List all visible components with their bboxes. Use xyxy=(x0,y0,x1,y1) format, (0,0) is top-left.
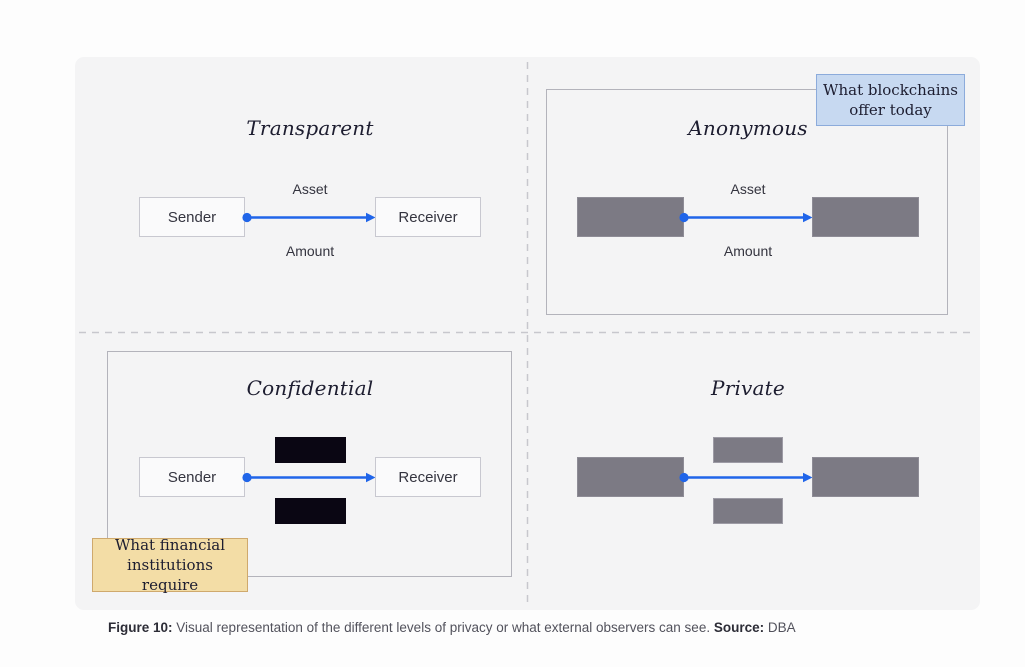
sender-box: Sender xyxy=(139,197,245,237)
amount-label: Amount xyxy=(723,243,773,259)
redacted-asset-box xyxy=(275,437,346,463)
quadrant-title-private: Private xyxy=(711,376,785,400)
quadrant-title-confidential: Confidential xyxy=(246,376,374,400)
redacted-receiver-box xyxy=(812,197,919,237)
redacted-sender-box xyxy=(577,457,684,497)
source-label: Source: xyxy=(713,620,765,635)
callout-text: What financial institutions require xyxy=(114,536,226,594)
sender-label: Sender xyxy=(167,468,217,486)
sender-label: Sender xyxy=(167,208,217,226)
asset-label: Asset xyxy=(292,181,328,197)
receiver-box: Receiver xyxy=(375,457,481,497)
receiver-box: Receiver xyxy=(375,197,481,237)
transfer-arrow xyxy=(679,472,813,483)
quadrant-title-transparent: Transparent xyxy=(246,116,374,140)
figure-number-label: Figure 10: xyxy=(108,620,173,635)
figure-caption: Figure 10: Visual representation of the … xyxy=(108,619,988,636)
callout-what-financial-institutions-require: What financial institutions require xyxy=(92,536,248,594)
redacted-sender-box xyxy=(577,197,684,237)
transfer-arrow xyxy=(679,212,813,223)
callout-text: What blockchains offer today xyxy=(823,81,958,119)
quadrant-anonymous: Anonymous Asset Amount What blockchains … xyxy=(75,57,980,610)
amount-label: Amount xyxy=(285,243,335,259)
quadrant-title-anonymous: Anonymous xyxy=(688,116,808,140)
sender-box: Sender xyxy=(139,457,245,497)
transfer-arrow xyxy=(242,212,376,223)
privacy-levels-figure-panel: Transparent Asset Sender Receiver Amount… xyxy=(75,57,980,610)
redacted-amount-box xyxy=(713,498,783,524)
quadrant-transparent: Transparent Asset Sender Receiver Amount xyxy=(75,57,980,610)
transfer-arrow xyxy=(242,472,376,483)
confidential-container-box xyxy=(107,351,512,577)
redacted-amount-box xyxy=(275,498,346,524)
redacted-receiver-box xyxy=(812,457,919,497)
quadrant-confidential: Confidential Sender Receiver What financ… xyxy=(75,57,980,610)
quadrant-private: Private xyxy=(75,57,980,610)
receiver-label: Receiver xyxy=(398,208,458,226)
asset-label: Asset xyxy=(730,181,766,197)
quadrant-dashed-dividers xyxy=(79,62,976,606)
receiver-label: Receiver xyxy=(398,468,458,486)
figure-caption-text: Visual representation of the different l… xyxy=(176,620,711,635)
source-value: DBA xyxy=(767,620,796,635)
redacted-asset-box xyxy=(713,437,783,463)
callout-what-blockchains-offer-today: What blockchains offer today xyxy=(816,74,965,126)
anonymous-container-box xyxy=(546,89,948,315)
